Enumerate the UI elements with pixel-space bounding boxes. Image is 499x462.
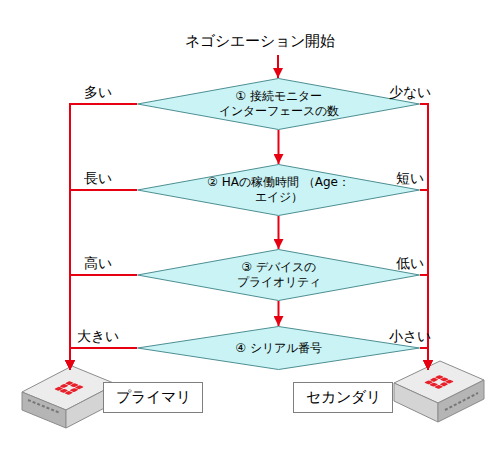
decision-diamond: ② HAの稼働時間 （Age：エイジ） <box>137 164 420 216</box>
appliance-side <box>394 383 438 422</box>
flow-connector <box>278 130 280 164</box>
flow-connector <box>70 348 137 370</box>
diamond-shape <box>138 250 420 301</box>
vendor-logo <box>54 381 84 395</box>
edge-label: 小さい <box>389 328 431 344</box>
decision-text: ② HAの稼働時間 （Age：エイジ） <box>199 175 359 205</box>
appliance-illustration <box>394 361 484 422</box>
decision-text: ① 接続モニター インターフェースの数 <box>199 89 359 119</box>
edge-label: 少ない <box>389 84 431 100</box>
flow-title: ネゴシエーション開始 <box>185 32 335 50</box>
flow-connector <box>278 301 280 326</box>
flow-connector <box>70 190 137 370</box>
decision-text: ③ デバイスの プライオリティ <box>199 260 359 290</box>
decision-text: ④ シリアル番号 <box>199 341 359 356</box>
role-label: セカンダリ <box>293 382 393 413</box>
edge-label: 高い <box>84 255 112 271</box>
decision-diamond: ③ デバイスの プライオリティ <box>137 249 420 301</box>
appliance-front <box>438 380 484 422</box>
flow-connector <box>420 275 428 370</box>
flow-connector <box>420 348 428 370</box>
vendor-logo <box>424 375 454 389</box>
edge-label: 低い <box>396 255 424 271</box>
connector-layer <box>70 104 428 370</box>
appliance-ports <box>445 393 478 410</box>
flow-connector <box>278 216 280 249</box>
diamond-shape <box>138 79 420 130</box>
diamond-shape <box>138 327 420 370</box>
edge-label: 多い <box>84 84 112 100</box>
decision-diamond: ① 接続モニター インターフェースの数 <box>137 78 420 130</box>
edge-label: 短い <box>396 170 424 186</box>
appliance-ports <box>28 400 60 413</box>
appliance-illustration <box>22 366 116 428</box>
start-arrow <box>277 55 279 78</box>
flow-connector <box>70 275 137 370</box>
appliance-front <box>22 392 66 428</box>
role-box: セカンダリ <box>290 370 485 450</box>
role-label: プライマリ <box>103 382 203 413</box>
role-box: プライマリ <box>20 370 210 450</box>
flow-connector <box>70 104 137 370</box>
decision-diamond: ④ シリアル番号 <box>137 326 420 370</box>
diamond-shape <box>138 165 420 216</box>
edge-label: 大きい <box>77 328 119 344</box>
edge-label: 長い <box>84 170 112 186</box>
